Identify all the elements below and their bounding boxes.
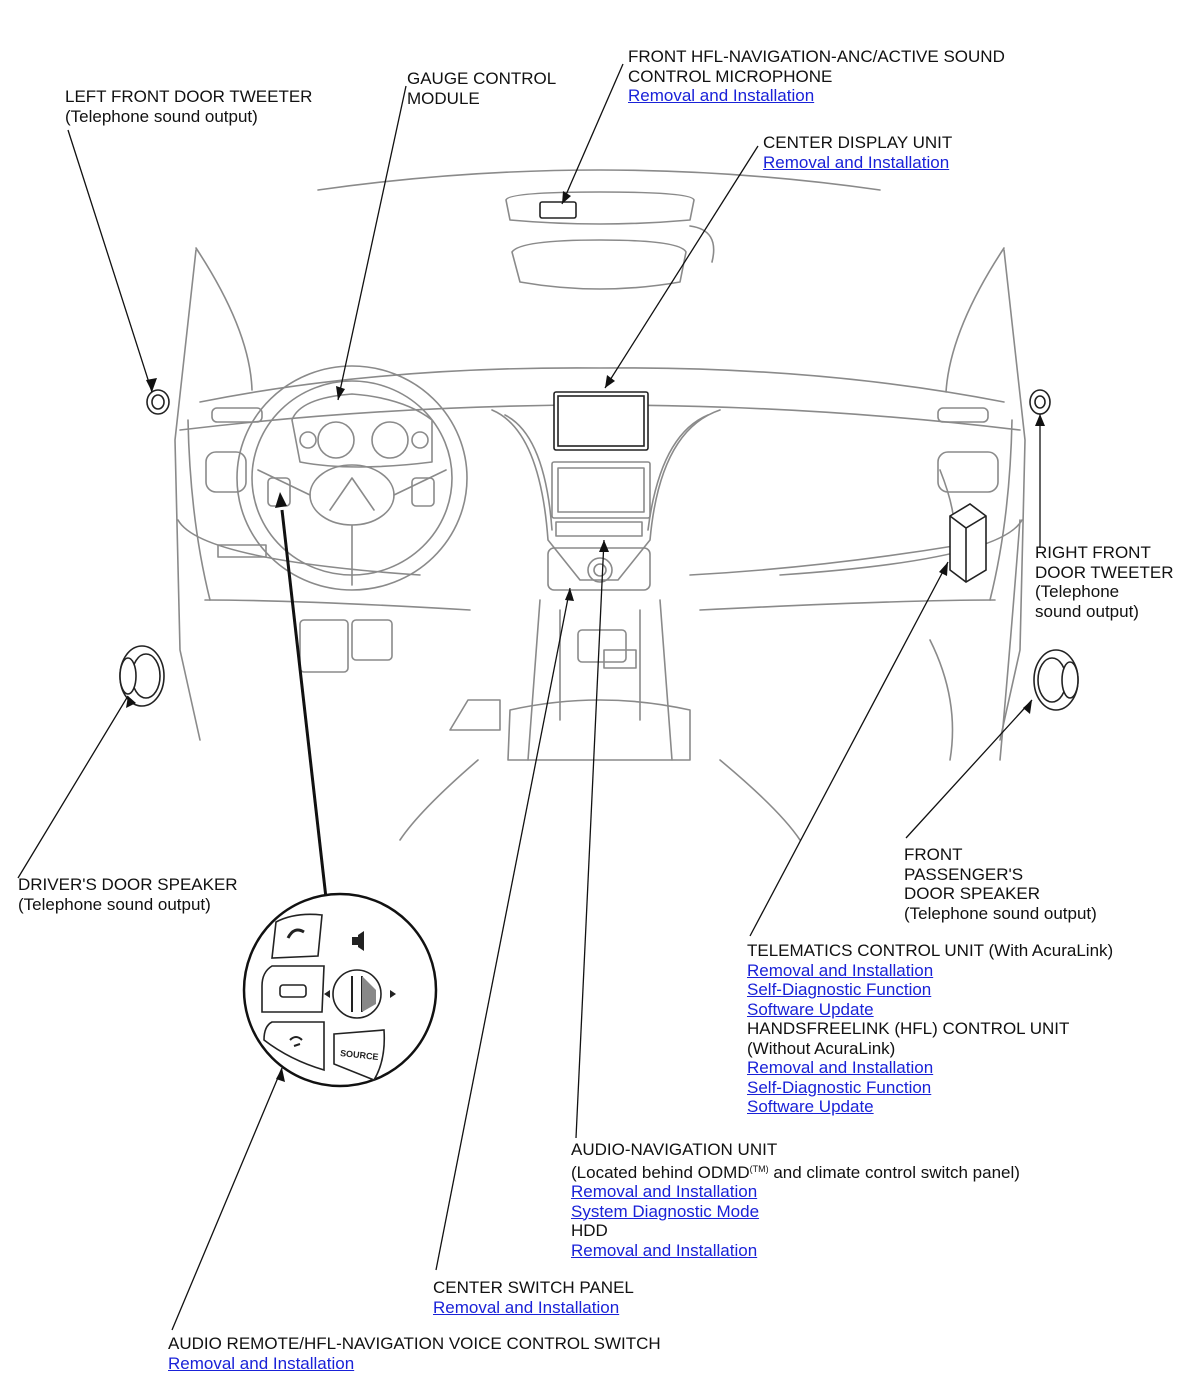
left-tweeter-note: (Telephone sound output) (65, 106, 258, 126)
telematics-removal-link[interactable]: Removal and Installation (747, 960, 934, 980)
steering-switch-inset (242, 892, 438, 1088)
passenger-speaker-title-2: PASSENGER'S (904, 864, 1024, 884)
hfl-title: HANDSFREELINK (HFL) CONTROL UNIT (747, 1019, 1070, 1038)
telematics-diagnostic-link[interactable]: Self-Diagnostic Function (747, 980, 932, 999)
audio-nav-title: AUDIO-NAVIGATION UNIT (571, 1140, 778, 1159)
driver-speaker-note: (Telephone sound output) (18, 894, 211, 914)
center-display-title: CENTER DISPLAY UNIT (763, 133, 953, 152)
label-front-passenger-door-speaker: FRONT PASSENGER'S DOOR SPEAKER (Telephon… (904, 845, 1097, 923)
telematics-control-unit (949, 503, 987, 583)
left-tweeter-title: LEFT FRONT DOOR TWEETER (65, 87, 313, 106)
rearview-mirror (511, 239, 687, 290)
audio-nav-location-b: and climate control switch panel) (768, 1162, 1020, 1182)
microphone-removal-link[interactable]: Removal and Installation (628, 86, 815, 105)
center-switch-title: CENTER SWITCH PANEL (433, 1278, 634, 1297)
microphone-title-2: CONTROL MICROPHONE (628, 66, 833, 86)
audio-nav-location-a: (Located behind ODMD (571, 1162, 750, 1182)
gauge-cluster (291, 393, 433, 468)
label-audio-remote-switch: AUDIO REMOTE/HFL-NAVIGATION VOICE CONTRO… (168, 1334, 661, 1373)
right-tweeter-note-1: (Telephone (1035, 582, 1120, 601)
passenger-speaker-title-3: DOOR SPEAKER (904, 884, 1041, 903)
right-tweeter-title-1: RIGHT FRONT (1035, 543, 1151, 562)
gauge-title-1: GAUGE CONTROL (407, 69, 557, 88)
mirror-housing (505, 191, 695, 225)
label-front-microphone: FRONT HFL-NAVIGATION-ANC/ACTIVE SOUND CO… (628, 47, 1005, 106)
center-switch-panel (547, 547, 651, 591)
steering-wheel (236, 365, 468, 591)
right-tweeter-title-2: DOOR TWEETER (1035, 562, 1174, 582)
label-gauge-control-module: GAUGE CONTROL MODULE (407, 69, 556, 108)
trademark-mark: (TM) (749, 1163, 769, 1174)
audio-nav-location: (Located behind ODMD(TM) and climate con… (571, 1160, 1020, 1183)
hdd-removal-link[interactable]: Removal and Installation (571, 1240, 758, 1260)
label-center-display-unit: CENTER DISPLAY UNIT Removal and Installa… (763, 133, 952, 172)
passenger-speaker-title-1: FRONT (904, 845, 963, 864)
label-left-front-door-tweeter: LEFT FRONT DOOR TWEETER (Telephone sound… (65, 87, 312, 126)
gauge-title-2: MODULE (407, 88, 480, 108)
driver-speaker-title: DRIVER'S DOOR SPEAKER (18, 875, 238, 894)
audio-nav-removal-link[interactable]: Removal and Installation (571, 1182, 758, 1201)
audio-remote-title: AUDIO REMOTE/HFL-NAVIGATION VOICE CONTRO… (168, 1334, 661, 1353)
label-drivers-door-speaker: DRIVER'S DOOR SPEAKER (Telephone sound o… (18, 875, 238, 914)
label-right-front-door-tweeter: RIGHT FRONT DOOR TWEETER (Telephone soun… (1035, 543, 1174, 621)
microphone-title-1: FRONT HFL-NAVIGATION-ANC/ACTIVE SOUND (628, 47, 1005, 66)
hfl-software-link[interactable]: Software Update (747, 1097, 874, 1116)
audio-nav-diagnostic-link[interactable]: System Diagnostic Mode (571, 1201, 760, 1221)
telematics-software-link[interactable]: Software Update (747, 999, 874, 1019)
passenger-speaker-note: (Telephone sound output) (904, 903, 1097, 923)
label-audio-navigation-unit: AUDIO-NAVIGATION UNIT (Located behind OD… (571, 1140, 1020, 1260)
center-switch-removal-link[interactable]: Removal and Installation (433, 1297, 620, 1317)
hfl-diagnostic-link[interactable]: Self-Diagnostic Function (747, 1077, 932, 1097)
hfl-removal-link[interactable]: Removal and Installation (747, 1058, 934, 1077)
hfl-note: (Without AcuraLink) (747, 1038, 896, 1058)
right-tweeter-note-2: sound output) (1035, 601, 1139, 621)
audio-remote-removal-link[interactable]: Removal and Installation (168, 1353, 355, 1373)
hdd-title: HDD (571, 1221, 608, 1240)
label-telematics-control-unit: TELEMATICS CONTROL UNIT (With AcuraLink)… (747, 941, 1113, 1117)
label-center-switch-panel: CENTER SWITCH PANEL Removal and Installa… (433, 1278, 634, 1317)
center-display-removal-link[interactable]: Removal and Installation (763, 152, 950, 172)
telematics-title: TELEMATICS CONTROL UNIT (With AcuraLink) (747, 941, 1114, 960)
